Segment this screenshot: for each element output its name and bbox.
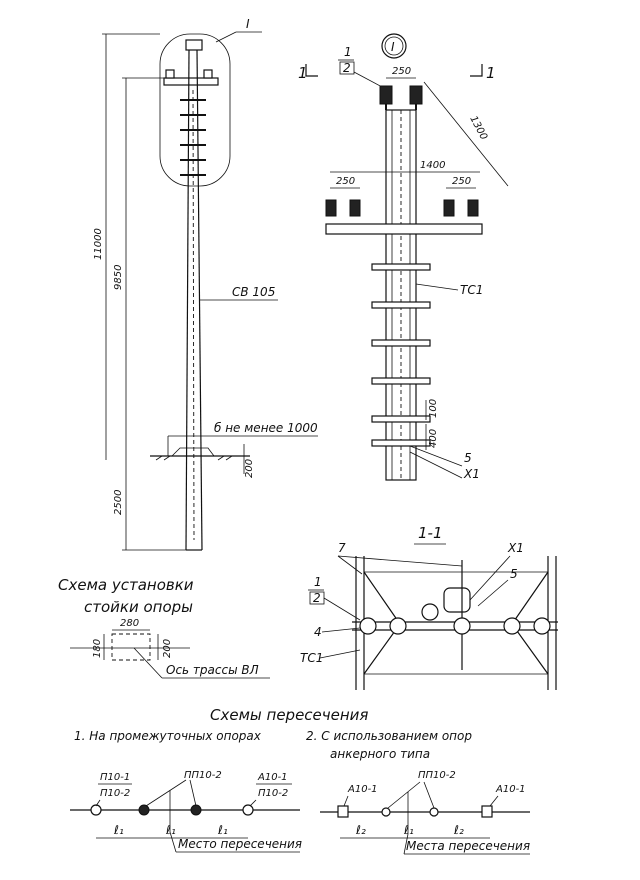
callout-label: I bbox=[246, 17, 250, 31]
dim-2500: 2500 bbox=[113, 490, 124, 515]
dim-200-install: 200 bbox=[162, 639, 173, 658]
section-mark-right: 1 bbox=[486, 64, 496, 82]
s2-l-inner: ℓ₁ bbox=[403, 823, 414, 837]
insulator-box-label: 2 bbox=[343, 61, 351, 75]
dim-250-right: 250 bbox=[452, 176, 471, 187]
s2-l-outer-a: ℓ₂ bbox=[355, 823, 366, 837]
dim-100: 100 bbox=[428, 399, 439, 418]
s2-mid: ПП10-2 bbox=[418, 770, 456, 781]
s2-left: А10-1 bbox=[347, 784, 378, 795]
dim-250-top: 250 bbox=[392, 66, 411, 77]
section-title: 1-1 bbox=[418, 524, 443, 542]
s1-place: Место пересечения bbox=[178, 837, 302, 851]
detail-callout-outline bbox=[159, 33, 231, 187]
section-mark-left: 1 bbox=[298, 64, 308, 82]
dim-250-left: 250 bbox=[336, 176, 355, 187]
axis-note: Ось трассы ВЛ bbox=[166, 663, 259, 677]
install-scheme: Схема установки стойки опоры 280 180 200… bbox=[58, 576, 270, 679]
pole-top-detail: I 1 1 1 2 250 1300 1400 250 bbox=[298, 33, 509, 481]
crossing-sub-2: 2. С использованием опор bbox=[306, 729, 472, 743]
insulator-num-label: 1 bbox=[344, 45, 352, 59]
section-label-5: 5 bbox=[510, 567, 518, 581]
dim-400: 400 bbox=[428, 429, 439, 448]
section-label-x1: Х1 bbox=[507, 541, 524, 555]
s1-l-a: ℓ₁ bbox=[113, 823, 124, 837]
install-title-1: Схема установки bbox=[58, 576, 194, 594]
section-label-2: 2 bbox=[313, 591, 321, 605]
section-label-7: 7 bbox=[338, 541, 346, 555]
crossarm-insulators bbox=[325, 199, 479, 217]
label-x1: Х1 bbox=[463, 467, 480, 481]
pole-shaft bbox=[185, 49, 190, 551]
s1-left-bot: П10-2 bbox=[100, 788, 130, 799]
s2-l-outer-b: ℓ₂ bbox=[453, 823, 464, 837]
post-label: СВ 105 bbox=[232, 285, 275, 299]
ground-line bbox=[150, 447, 250, 461]
dim-180: 180 bbox=[92, 639, 103, 658]
crossing-scheme-2: А10-1 ПП10-2 А10-1 ℓ₂ ℓ₁ ℓ₂ Места пересе… bbox=[320, 770, 530, 855]
s1-left-top: П10-1 bbox=[100, 772, 130, 783]
dim-280: 280 bbox=[120, 618, 139, 629]
s1-l-b: ℓ₁ bbox=[165, 823, 176, 837]
dim-9850: 9850 bbox=[113, 265, 124, 290]
crossarm bbox=[325, 223, 483, 235]
crossing-title: Схемы пересечения bbox=[210, 706, 368, 724]
dim-1300: 1300 bbox=[467, 114, 489, 142]
detail-mark: I bbox=[391, 40, 395, 54]
section-insulators bbox=[359, 603, 551, 635]
detail-ladder bbox=[371, 263, 431, 447]
label-5: 5 bbox=[464, 451, 472, 465]
ladder-label: ТС1 bbox=[460, 283, 483, 297]
crossing-scheme-1: П10-1 П10-2 ПП10-2 А10-1 П10-2 ℓ₁ ℓ₁ ℓ₁ … bbox=[70, 770, 302, 853]
crossing-schemes: Схемы пересечения 1. На промежуточных оп… bbox=[70, 706, 530, 855]
dim-11000: 11000 bbox=[93, 228, 104, 260]
section-label-4: 4 bbox=[314, 625, 322, 639]
section-label-1: 1 bbox=[314, 575, 322, 589]
section-1-1: 1-1 7 Х1 5 1 bbox=[300, 524, 558, 690]
dim-200-ground: 200 bbox=[244, 459, 255, 478]
section-label-tc1: ТС1 bbox=[300, 651, 323, 665]
crossing-sub-2b: анкерного типа bbox=[330, 747, 430, 761]
s1-right-top: А10-1 bbox=[257, 772, 288, 783]
install-title-2: стойки опоры bbox=[84, 598, 193, 616]
dim-1400: 1400 bbox=[420, 160, 445, 171]
pole-elevation: I 11000 bbox=[93, 17, 318, 551]
s1-mid: ПП10-2 bbox=[184, 770, 222, 781]
detail-mark-circle bbox=[381, 33, 407, 59]
ground-note: б не менее 1000 bbox=[214, 421, 318, 435]
crossing-sub-1: 1. На промежуточных опорах bbox=[74, 729, 262, 743]
s2-place: Места пересечения bbox=[406, 839, 530, 853]
top-insulators bbox=[379, 85, 423, 110]
s2-right: А10-1 bbox=[495, 784, 526, 795]
s1-l-c: ℓ₁ bbox=[217, 823, 228, 837]
s1-right-bot: П10-2 bbox=[258, 788, 288, 799]
